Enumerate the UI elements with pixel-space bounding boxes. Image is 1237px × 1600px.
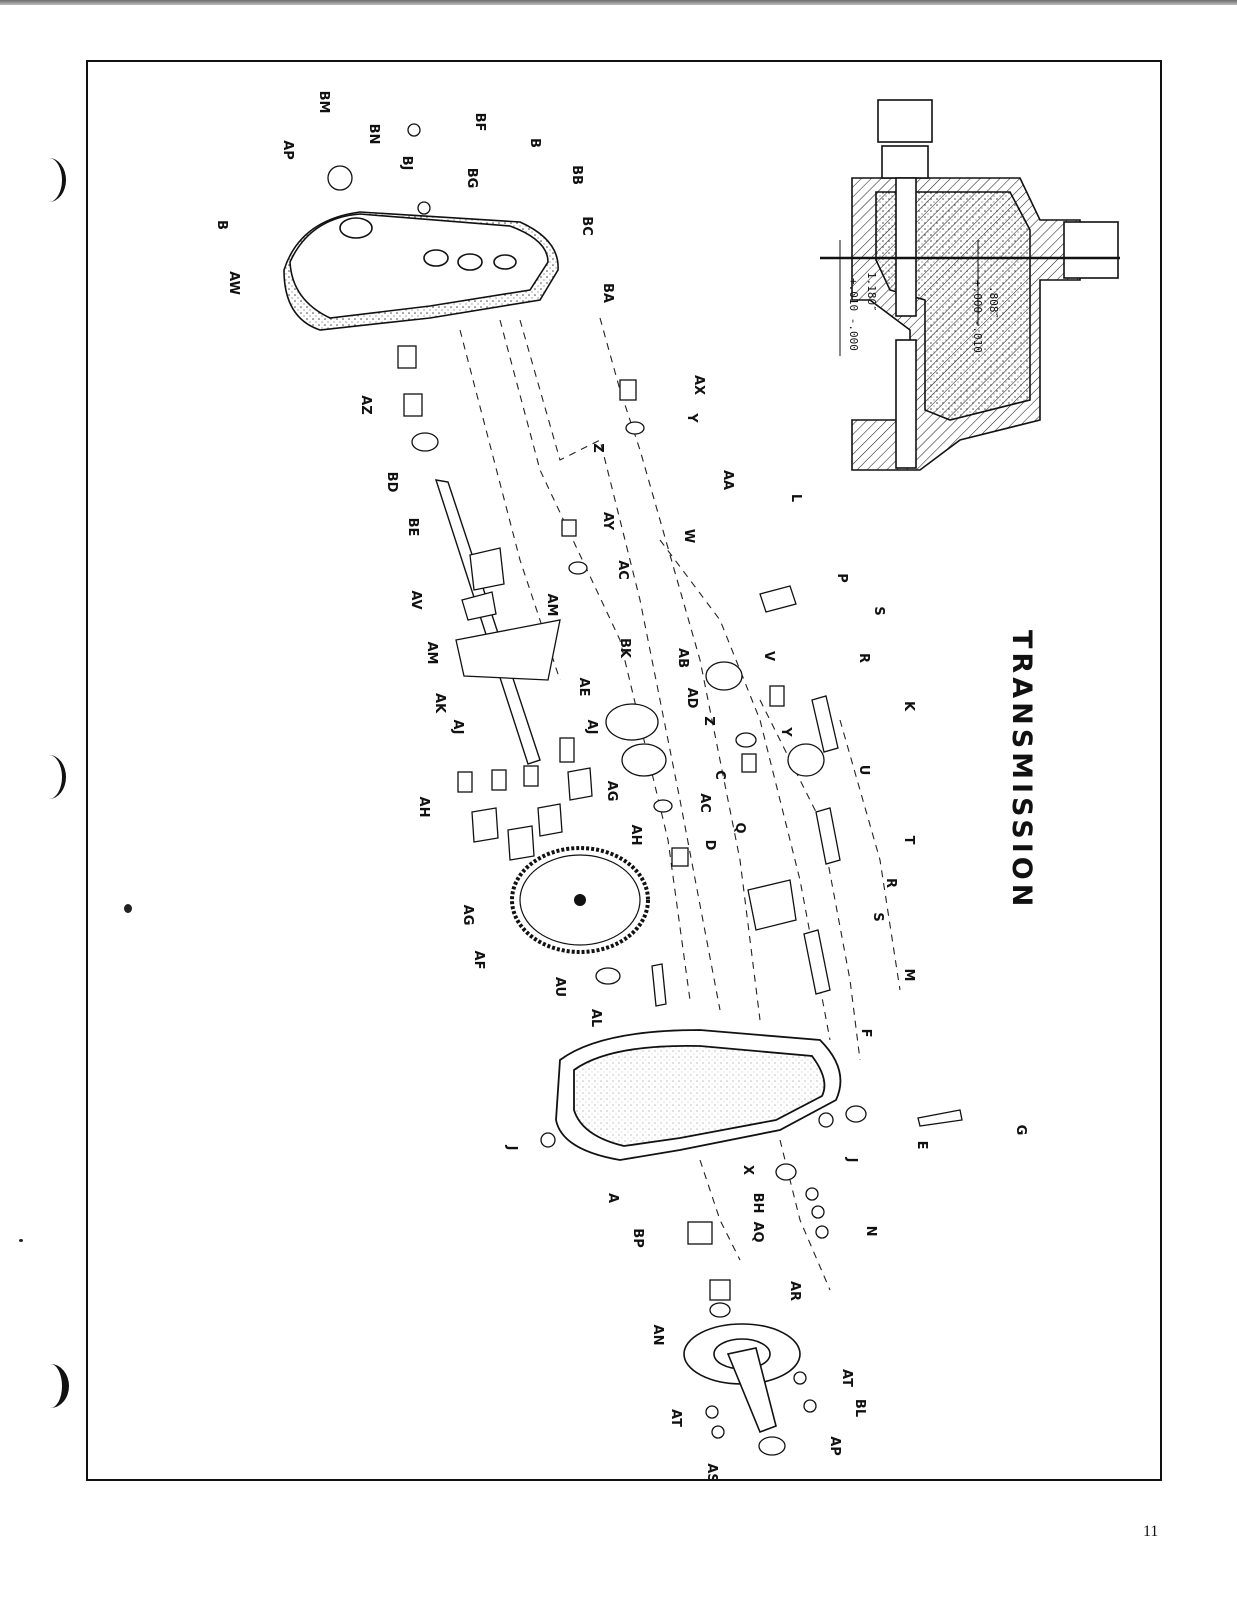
part-label-b: B <box>214 220 229 230</box>
part-label-au: AU <box>552 977 567 997</box>
part-label-g: G <box>1013 1125 1028 1136</box>
part-label-am: AM <box>544 594 559 617</box>
part-label-j: J <box>844 1157 859 1163</box>
part-label-ap: AP <box>280 140 295 160</box>
part-label-y: Y <box>778 726 793 737</box>
part-label-ap: AP <box>827 1436 842 1456</box>
part-label-ah: AH <box>416 797 431 818</box>
scan-edge <box>0 0 1237 5</box>
transmission-case <box>555 1029 842 1161</box>
page-title: TRANSMISSION <box>1001 630 1041 910</box>
output-flange <box>683 1323 801 1434</box>
page-frame <box>86 60 1162 1481</box>
part-label-am: AM <box>424 642 439 665</box>
part-label-bj: BJ <box>399 156 414 171</box>
binder-hole-middle <box>32 755 66 799</box>
part-label-bm: BM <box>316 91 331 114</box>
dim-b-label: 1.180″ <box>865 272 878 312</box>
part-label-ad: AD <box>684 688 699 709</box>
part-label-u: U <box>856 765 871 776</box>
part-label-an: AN <box>650 1325 665 1346</box>
part-label-l: L <box>788 494 803 502</box>
part-label-bp: BP <box>630 1228 645 1247</box>
part-label-ay: AY <box>600 512 615 531</box>
part-label-ag: AG <box>604 781 619 802</box>
part-label-aq: AQ <box>750 1221 765 1242</box>
part-label-aw: AW <box>226 271 241 295</box>
part-label-z: Z <box>701 716 716 725</box>
part-label-ac: AC <box>697 793 712 813</box>
part-label-t: T <box>901 836 916 845</box>
speck <box>19 1239 23 1242</box>
small-parts <box>327 123 963 1456</box>
part-label-ah: AH <box>628 825 643 846</box>
large-gear <box>510 846 650 954</box>
speck <box>124 904 132 913</box>
transmission-cover <box>283 211 559 331</box>
part-label-aj: AJ <box>450 720 465 735</box>
part-label-ak: AK <box>432 693 447 714</box>
part-label-ax: AX <box>691 375 706 395</box>
part-label-ba: BA <box>600 283 615 303</box>
part-label-ac: AC <box>615 560 630 580</box>
part-label-bl: BL <box>852 1399 867 1417</box>
part-label-be: BE <box>405 518 420 537</box>
part-label-w: W <box>681 529 696 543</box>
part-label-bb: BB <box>569 165 584 185</box>
part-label-z: Z <box>590 443 605 452</box>
dim-a-label: .808″ <box>987 286 1000 319</box>
part-label-az: AZ <box>358 395 373 415</box>
part-label-bg: BG <box>464 168 479 189</box>
part-label-ae: AE <box>576 678 591 697</box>
part-label-n: N <box>863 1226 878 1237</box>
part-label-aa: AA <box>720 470 735 490</box>
part-label-s: S <box>871 606 886 615</box>
part-label-bh: BH <box>750 1193 765 1214</box>
part-label-bk: BK <box>617 638 632 659</box>
part-label-q: Q <box>732 822 747 833</box>
part-label-bc: BC <box>579 216 594 235</box>
part-label-at: AT <box>839 1369 854 1387</box>
exploded-view-diagram: .808″ +.000 -.010 1.180″ +.010 -.000 <box>214 91 1120 1481</box>
part-label-e: E <box>914 1141 929 1150</box>
part-label-m: M <box>901 969 916 982</box>
part-label-s: S <box>870 912 885 921</box>
part-label-x: X <box>740 1165 755 1175</box>
part-label-ar: AR <box>787 1281 802 1301</box>
part-label-b: B <box>527 138 542 148</box>
part-label-d: D <box>702 840 717 851</box>
part-label-av: AV <box>408 590 423 609</box>
part-label-al: AL <box>588 1009 603 1027</box>
part-label-y: Y <box>684 412 699 423</box>
page-number: 11 <box>1143 1523 1159 1540</box>
part-label-f: F <box>858 1029 873 1038</box>
part-label-a: A <box>605 1193 620 1203</box>
part-label-as: AS <box>704 1463 719 1481</box>
dim-b-tol: +.010 -.000 <box>847 278 860 351</box>
binder-hole-top <box>32 158 66 202</box>
inset-cross-section <box>820 99 1120 471</box>
part-label-bn: BN <box>366 124 381 145</box>
part-label-af: AF <box>471 951 486 970</box>
binder-hole-bottom <box>32 1364 69 1408</box>
dim-a-tol: +.000 -.010 <box>971 280 984 353</box>
part-label-p: P <box>834 573 849 583</box>
part-label-bf: BF <box>472 113 487 132</box>
part-label-r: R <box>856 653 871 663</box>
part-label-r: R <box>883 878 898 888</box>
part-label-c: C <box>712 770 727 780</box>
part-label-j: J <box>504 1145 519 1151</box>
part-label-bd: BD <box>384 472 399 493</box>
part-label-ag: AG <box>460 905 475 926</box>
part-label-ab: AB <box>675 648 690 668</box>
part-label-at: AT <box>668 1409 683 1427</box>
part-label-v: V <box>761 651 776 661</box>
part-label-aj: AJ <box>584 720 599 735</box>
part-label-k: K <box>901 701 916 712</box>
